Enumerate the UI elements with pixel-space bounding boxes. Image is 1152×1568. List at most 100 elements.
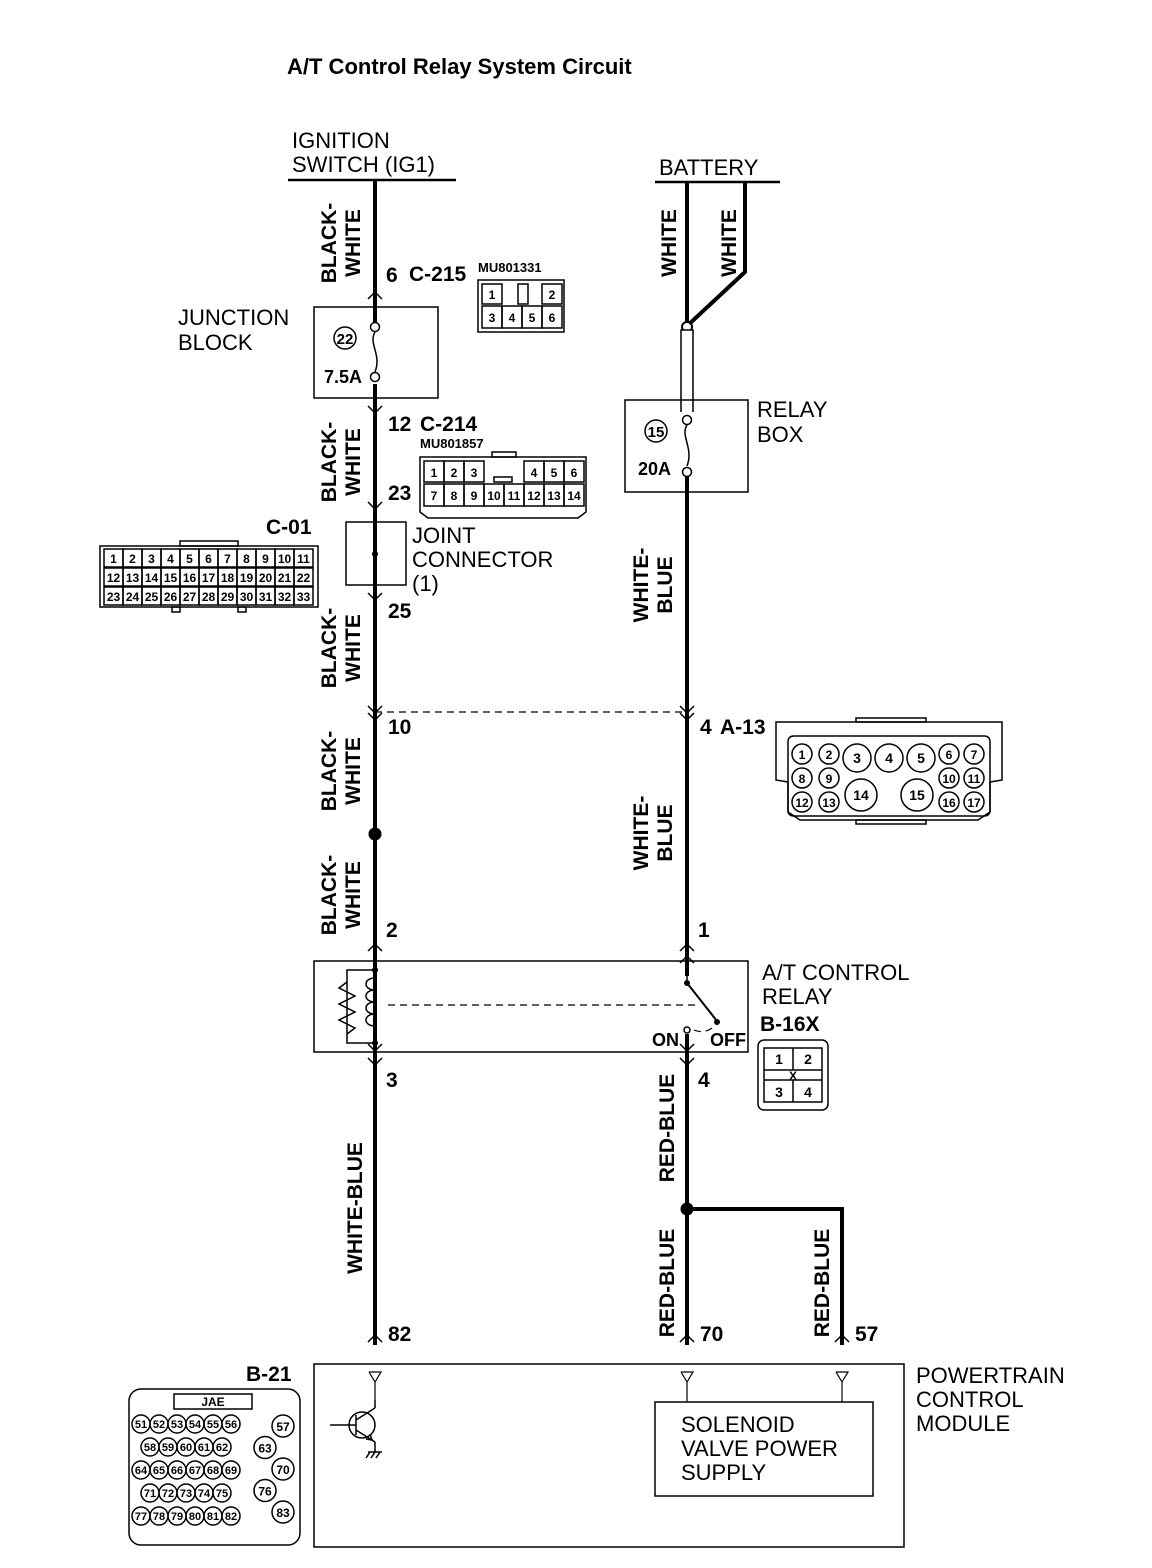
c01-id: C-01 bbox=[266, 516, 312, 539]
svg-text:3: 3 bbox=[489, 311, 496, 325]
relay-box-label-2: BOX bbox=[757, 422, 804, 447]
svg-text:14: 14 bbox=[567, 489, 581, 503]
ignition-label-2: SWITCH (IG1) bbox=[292, 152, 435, 177]
c01-pin: 12 bbox=[107, 571, 121, 585]
svg-text:RED-BLUE: RED-BLUE bbox=[656, 1229, 679, 1338]
pin-1: 1 bbox=[698, 919, 710, 942]
svg-text:2: 2 bbox=[451, 466, 458, 480]
c01-pin: 30 bbox=[240, 590, 254, 604]
junction-fuse-no-circle bbox=[333, 326, 357, 350]
pin-4: 4 bbox=[698, 1069, 710, 1092]
svg-text:WHITE: WHITE bbox=[342, 614, 365, 682]
c01-pin: 9 bbox=[262, 552, 269, 566]
a13-pin: 9 bbox=[826, 772, 833, 786]
svg-text:BLACK-: BLACK- bbox=[318, 608, 341, 688]
c01-pin: 7 bbox=[224, 552, 231, 566]
svg-text:1: 1 bbox=[775, 1051, 783, 1067]
svg-text:JAE: JAE bbox=[201, 1395, 224, 1409]
pin-4-a13: 4 bbox=[700, 716, 712, 739]
svg-text:RED-BLUE: RED-BLUE bbox=[811, 1229, 834, 1338]
joint-connector-node bbox=[372, 551, 378, 557]
b21-pin: 71 bbox=[144, 1488, 156, 1500]
solenoid-label-3: SUPPLY bbox=[681, 1460, 767, 1485]
c01-pin: 13 bbox=[126, 571, 140, 585]
wire-color-rb-1: RED-BLUE bbox=[656, 1074, 679, 1183]
b21-pin: 58 bbox=[144, 1442, 156, 1454]
b21-pin: 68 bbox=[207, 1465, 219, 1477]
c215-connector: 1 2 3 4 5 6 bbox=[477, 279, 565, 333]
a13-pin: 2 bbox=[826, 748, 833, 762]
b21-pin: 62 bbox=[216, 1442, 228, 1454]
solenoid-label-1: SOLENOID bbox=[681, 1412, 795, 1437]
b21-pin: 69 bbox=[225, 1465, 237, 1477]
pin-3: 3 bbox=[386, 1069, 398, 1092]
c01-pin: 19 bbox=[240, 571, 254, 585]
a13-pin: 11 bbox=[968, 772, 981, 786]
junction-block-label-2: BLOCK bbox=[178, 330, 253, 355]
b21-side-pin: 63 bbox=[258, 1442, 272, 1456]
c01-pin: 1 bbox=[110, 552, 117, 566]
b21-pin: 74 bbox=[198, 1488, 211, 1500]
b21-pin: 53 bbox=[171, 1419, 183, 1431]
svg-text:RED-BLUE: RED-BLUE bbox=[656, 1074, 679, 1183]
a13-pin: 16 bbox=[942, 796, 956, 810]
transistor-icon bbox=[330, 1400, 382, 1459]
a13-pin: 15 bbox=[909, 787, 925, 803]
svg-text:5: 5 bbox=[529, 311, 536, 325]
wire-color-white-1: WHITE bbox=[658, 209, 681, 277]
diagram-title: A/T Control Relay System Circuit bbox=[287, 54, 632, 79]
svg-text:WHITE: WHITE bbox=[718, 209, 741, 277]
svg-text:10: 10 bbox=[487, 489, 501, 503]
battery-shunt bbox=[680, 329, 694, 421]
c01-pin: 24 bbox=[126, 590, 140, 604]
pin-6: 6 bbox=[386, 264, 398, 287]
c01-pin: 32 bbox=[278, 590, 292, 604]
svg-text:11: 11 bbox=[508, 489, 521, 503]
svg-text:7: 7 bbox=[431, 489, 438, 503]
b21-pin: 65 bbox=[153, 1465, 165, 1477]
b21-pin: 73 bbox=[180, 1488, 192, 1500]
wire-color-wb-3: WHITE-BLUE bbox=[344, 1142, 367, 1274]
c01-pin: 14 bbox=[145, 571, 159, 585]
joint-connector-label-2: CONNECTOR bbox=[412, 547, 553, 572]
pin-82: 82 bbox=[388, 1323, 411, 1346]
wire-color-wb-1: WHITE- BLUE bbox=[630, 548, 677, 623]
ignition-label-1: IGNITION bbox=[292, 128, 390, 153]
wire-color-bw-2: BLACK- WHITE bbox=[318, 422, 365, 502]
c01-pin: 25 bbox=[145, 590, 159, 604]
c01-pin: 21 bbox=[278, 571, 292, 585]
svg-text:WHITE: WHITE bbox=[342, 737, 365, 805]
pin-2: 2 bbox=[386, 919, 398, 942]
chevrons-right bbox=[679, 705, 850, 1343]
b21-pin: 56 bbox=[225, 1419, 237, 1431]
a13-pin: 3 bbox=[853, 750, 861, 766]
wire-color-wb-2: WHITE- BLUE bbox=[630, 796, 677, 871]
c01-pin: 4 bbox=[167, 552, 174, 566]
b21-pin: 59 bbox=[162, 1442, 174, 1454]
a13-pin: 13 bbox=[822, 796, 836, 810]
at-relay-label-2: RELAY bbox=[762, 984, 833, 1009]
c214-id: C-214 bbox=[420, 413, 478, 436]
c215-id: C-215 bbox=[409, 263, 467, 286]
pcm-terminals bbox=[368, 1371, 850, 1402]
junction-block-label-1: JUNCTION bbox=[178, 305, 289, 330]
b21-pin: 77 bbox=[135, 1511, 147, 1523]
svg-text:BLACK-: BLACK- bbox=[318, 855, 341, 935]
c01-pin: 23 bbox=[107, 590, 121, 604]
pin-23: 23 bbox=[388, 482, 411, 505]
c01-pin: 3 bbox=[148, 552, 155, 566]
c01-pin: 11 bbox=[297, 552, 310, 566]
wire-color-bw-3: BLACK- WHITE bbox=[318, 608, 365, 688]
svg-text:3: 3 bbox=[775, 1084, 783, 1100]
pin-70: 70 bbox=[700, 1323, 723, 1346]
right-branch-wire bbox=[687, 1207, 844, 1345]
joint-connector-label-1: JOINT bbox=[412, 523, 476, 548]
pcm-label-1: POWERTRAIN bbox=[916, 1363, 1065, 1388]
svg-text:WHITE: WHITE bbox=[658, 209, 681, 277]
battery-wire-b bbox=[685, 182, 747, 328]
b21-side-pin: 70 bbox=[276, 1463, 290, 1477]
b21-pin: 67 bbox=[189, 1465, 201, 1477]
b21-pin: 64 bbox=[135, 1465, 148, 1477]
